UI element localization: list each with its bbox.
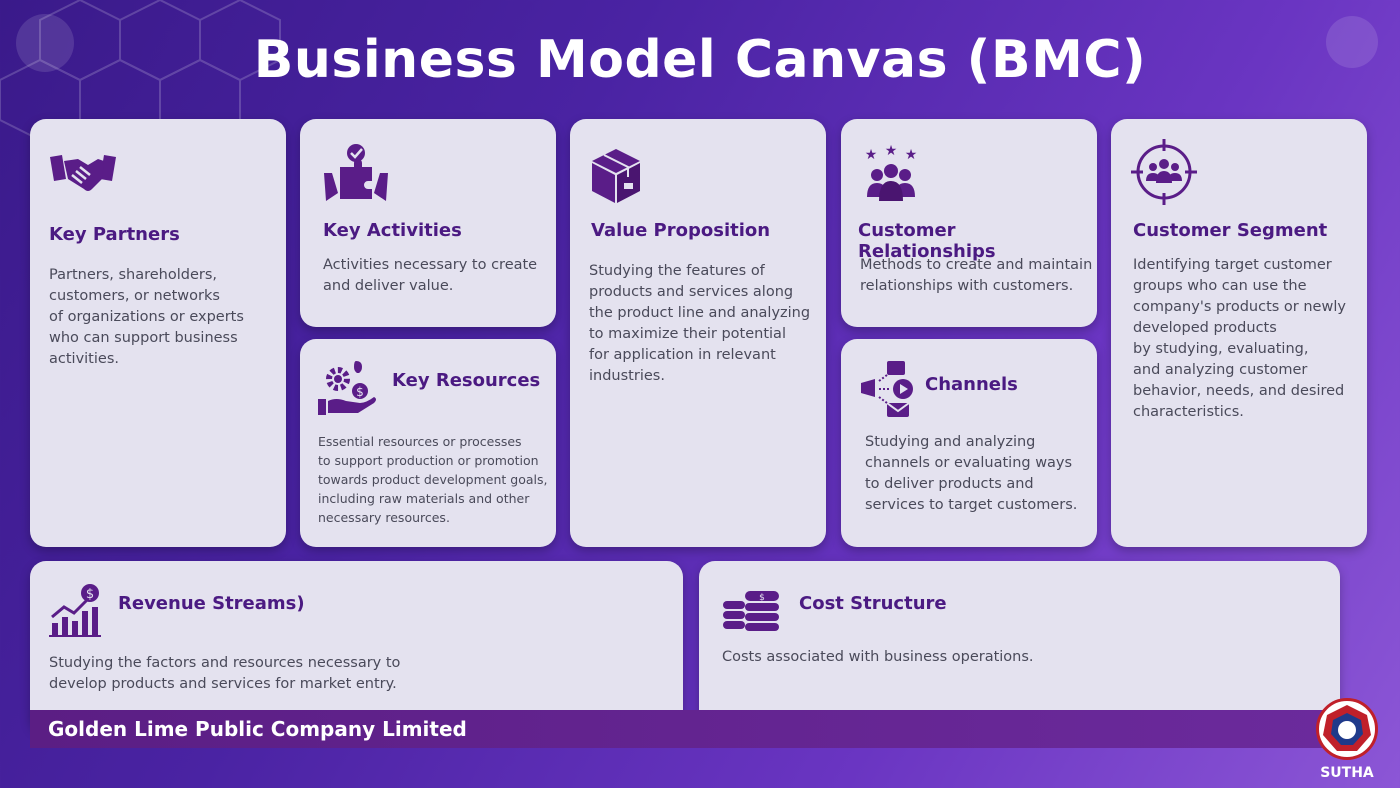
card-title: Value Proposition xyxy=(591,220,771,241)
card-customer-segment: Customer Segment Identifying target cust… xyxy=(1111,119,1367,547)
card-key-partners: Key Partners Partners, shareholders, cus… xyxy=(30,119,286,547)
company-name: Golden Lime Public Company Limited xyxy=(48,717,467,741)
svg-text:★: ★ xyxy=(905,146,918,162)
target-group-icon xyxy=(1131,139,1197,205)
gear-money-hand-icon: $ xyxy=(318,361,376,415)
footer-bar: Golden Lime Public Company Limited xyxy=(30,710,1330,748)
card-title: Customer Segment xyxy=(1133,220,1328,241)
decor-circle xyxy=(1326,16,1378,68)
company-logo xyxy=(1316,698,1378,760)
puzzle-hands-icon xyxy=(324,144,388,201)
card-text: Partners, shareholders, customers, or ne… xyxy=(49,267,244,367)
svg-text:★: ★ xyxy=(885,145,898,158)
card-text: Activities necessary to create and deliv… xyxy=(323,257,538,294)
card-text: Costs associated with business operation… xyxy=(722,649,1034,665)
user-stars-icon: ★ ★ ★ xyxy=(865,145,918,201)
svg-text:★: ★ xyxy=(865,146,878,162)
coins-icon: $ xyxy=(723,591,779,631)
logo-label: SUTHA xyxy=(1320,765,1374,781)
card-title: Customer Relationships xyxy=(858,220,996,262)
card-key-activities: Key Activities Activities necessary to c… xyxy=(300,119,556,327)
card-text: Studying and analyzing channels or evalu… xyxy=(865,434,1078,513)
card-customer-relationships: ★ ★ ★ Customer Relationships Methods to … xyxy=(841,119,1097,327)
card-value-proposition: Value Proposition Studying the features … xyxy=(570,119,826,547)
card-title: Cost Structure xyxy=(799,593,947,614)
card-key-resources: $ Key Resources Essential resources or p… xyxy=(300,339,556,547)
box-icon xyxy=(592,149,640,203)
growth-chart-icon: $ xyxy=(49,584,101,637)
logo-emblem-icon xyxy=(1323,705,1371,751)
card-text: Studying the features of products and se… xyxy=(589,263,811,384)
card-cost-structure: $ Cost Structure Costs associated with b… xyxy=(699,561,1340,731)
card-text: Methods to create and maintain relations… xyxy=(860,257,1093,294)
card-channels: Channels Studying and analyzing channels… xyxy=(841,339,1097,547)
card-title: Revenue Streams) xyxy=(118,593,305,614)
card-text: Essential resources or processes to supp… xyxy=(318,434,548,525)
page-title: Business Model Canvas (BMC) xyxy=(253,30,1147,90)
card-text: Studying the factors and resources neces… xyxy=(49,655,401,692)
card-text: Identifying target customer groups who c… xyxy=(1133,257,1346,420)
handshake-icon xyxy=(50,155,116,191)
card-revenue-streams: $ Revenue Streams) Studying the factors … xyxy=(30,561,683,731)
card-title: Channels xyxy=(925,374,1018,395)
decor-circle xyxy=(16,14,74,72)
card-title: Key Partners xyxy=(49,224,180,245)
card-title: Key Resources xyxy=(392,370,541,391)
megaphone-channels-icon xyxy=(861,361,913,417)
svg-text:$: $ xyxy=(759,593,765,603)
card-title: Key Activities xyxy=(323,220,462,241)
svg-text:$: $ xyxy=(356,385,364,399)
svg-text:$: $ xyxy=(86,587,94,602)
